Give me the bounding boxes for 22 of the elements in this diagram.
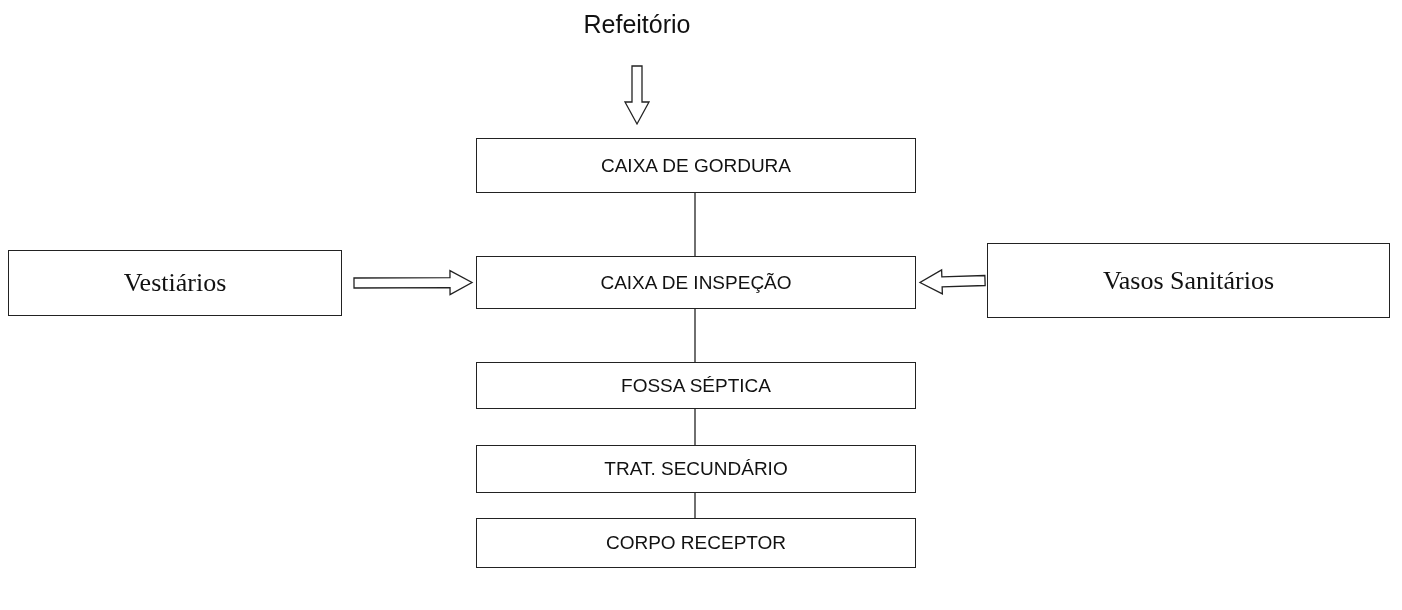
- box-label: CAIXA DE INSPEÇÃO: [600, 271, 792, 294]
- box-label: CAIXA DE GORDURA: [600, 154, 791, 177]
- connector-line: [694, 408, 696, 446]
- connector-line: [694, 308, 696, 363]
- hollow-arrow: [623, 65, 651, 126]
- source-box: [8, 250, 342, 316]
- box-label: CORPO RECEPTOR: [605, 532, 787, 554]
- source-label: Refeitório: [583, 9, 691, 39]
- box-label: TRAT. SECUNDÁRIO: [604, 458, 788, 480]
- connector-line: [694, 192, 696, 257]
- process-box: [476, 138, 916, 193]
- box-label: Vasos Sanitários: [1102, 265, 1275, 296]
- process-box: [476, 518, 916, 568]
- process-box: [476, 256, 916, 309]
- process-box: [476, 445, 916, 493]
- source-box: [987, 243, 1390, 318]
- hollow-arrow: [918, 268, 986, 295]
- process-box: [476, 362, 916, 409]
- connector-line: [694, 492, 696, 519]
- hollow-arrow: [353, 269, 474, 296]
- box-label: FOSSA SÉPTICA: [621, 374, 771, 397]
- box-label: Vestiários: [123, 268, 227, 298]
